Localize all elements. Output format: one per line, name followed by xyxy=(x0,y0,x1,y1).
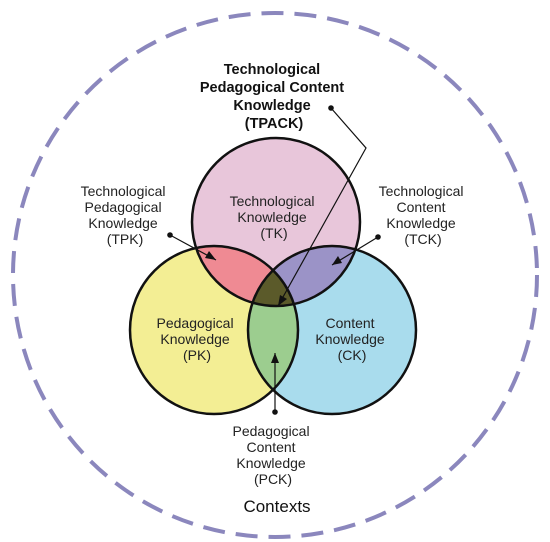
pck-label: Pedagogical Content Knowledge (PCK) xyxy=(233,423,314,487)
pck-arrowhead xyxy=(271,353,279,363)
tck-arrowhead xyxy=(332,256,342,265)
tpk-arrowhead xyxy=(205,251,216,260)
leader-arrows xyxy=(205,251,342,363)
tpack-leader xyxy=(277,107,367,307)
pk-outline xyxy=(128,244,300,416)
pck-dot xyxy=(272,409,278,415)
pk-label: Pedagogical Knowledge (PK) xyxy=(157,315,238,363)
tck-region xyxy=(248,246,360,306)
tpk-label: Technological Pedagogical Knowledge (TPK… xyxy=(81,183,170,247)
tck-dot xyxy=(375,234,381,240)
contexts-ring xyxy=(11,11,539,539)
tpk-region xyxy=(192,246,298,306)
tk-label: Technological Knowledge (TK) xyxy=(230,193,319,241)
ck-outline xyxy=(246,244,418,416)
tpk-dot xyxy=(167,232,173,238)
tpack-arrowhead xyxy=(278,295,287,306)
tck-label: Technological Content Knowledge (TCK) xyxy=(379,183,468,247)
leader-dots xyxy=(167,105,381,415)
tpack-dot xyxy=(328,105,334,111)
contexts-label: Contexts xyxy=(243,497,310,516)
tpack-label: Technological Pedagogical Content Knowle… xyxy=(200,62,348,132)
tk-outline xyxy=(190,136,362,308)
ck-label: Content Knowledge (CK) xyxy=(315,315,388,363)
